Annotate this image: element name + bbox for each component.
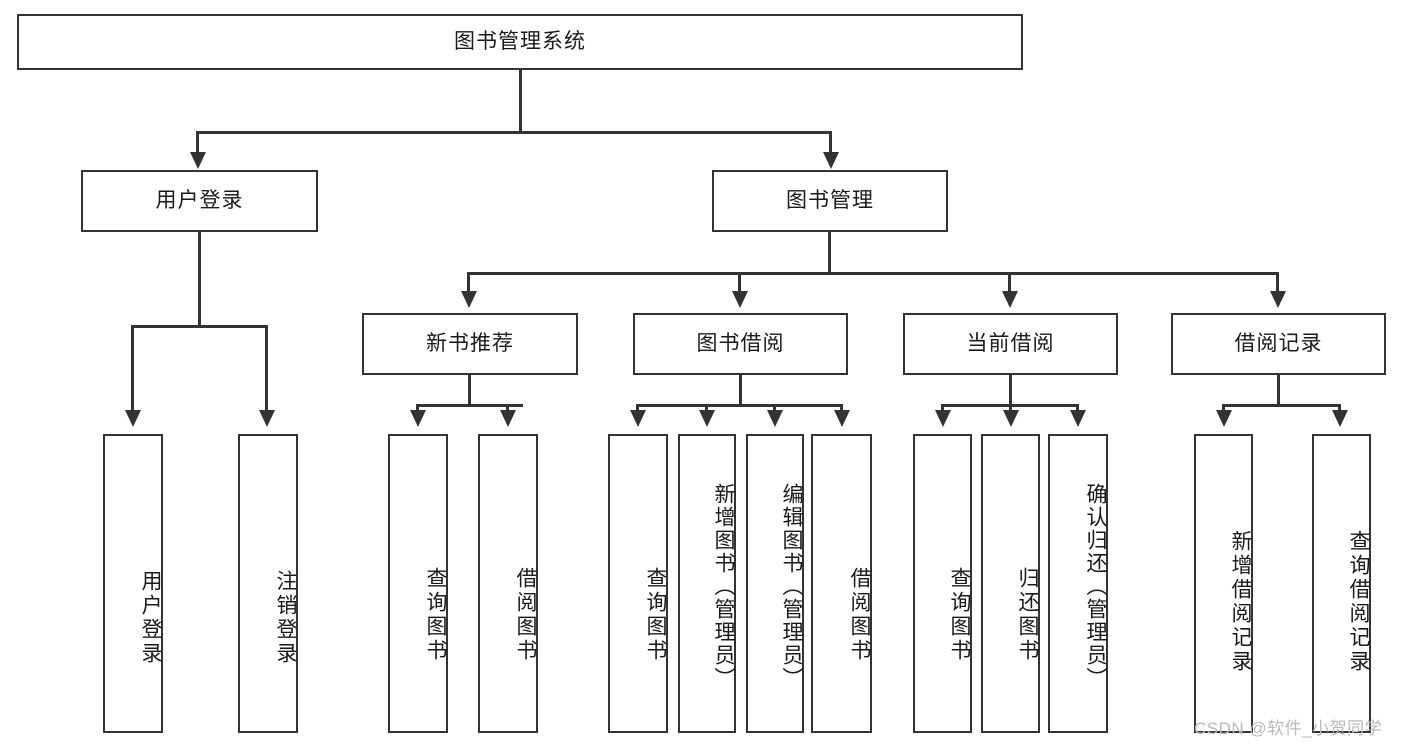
leaf-book-borrow-borrow-book[interactable]: 借阅图书: [811, 434, 872, 733]
arrowhead-current-borrow-leaf-2: [1003, 410, 1019, 427]
edge-borrow-record-to-leaf-1: [1222, 404, 1225, 413]
edge-new-book-to-leaf-2: [506, 404, 509, 413]
arrowhead-borrow-record-leaf-1: [1216, 410, 1232, 427]
leaf-book-borrow-add-book-admin[interactable]: 新增图书（管理员）: [678, 434, 736, 733]
leaf-book-borrow-query-book[interactable]: 查询图书: [608, 434, 668, 733]
edge-user-login-to-leaf-1: [131, 325, 134, 413]
edge-current-borrow-to-leaf-2: [1009, 404, 1012, 413]
edge-book-borrow-bus: [636, 404, 843, 407]
edge-new-book-to-leaf-1: [416, 404, 419, 413]
arrowhead-current-borrow-leaf-1: [935, 410, 951, 427]
arrowhead-to-new-book: [461, 291, 477, 308]
edge-current-borrow-stem: [1009, 375, 1012, 406]
arrowhead-book-borrow-leaf-1: [630, 410, 646, 427]
arrowhead-to-borrow-record: [1270, 291, 1286, 308]
leaf-new-book-query-book[interactable]: 查询图书: [388, 434, 448, 733]
edge-user-login-to-leaf-2: [265, 325, 268, 413]
edge-new-book-stem: [468, 375, 471, 406]
arrowhead-new-book-leaf-2: [500, 410, 516, 427]
edge-borrow-record-bus: [1222, 404, 1341, 407]
leaf-user-login[interactable]: 用户登录: [103, 434, 163, 733]
edge-borrow-record-to-leaf-2: [1338, 404, 1341, 413]
edge-root-to-user-login: [196, 131, 199, 155]
leaf-borrow-record-query-record[interactable]: 查询借阅记录: [1312, 434, 1371, 733]
edge-current-borrow-to-leaf-1: [941, 404, 944, 413]
node-new-book-recommend[interactable]: 新书推荐: [362, 313, 578, 375]
node-user-login[interactable]: 用户登录: [81, 170, 318, 232]
arrowhead-root-to-user-login: [190, 152, 206, 169]
edge-root-bus: [196, 131, 832, 134]
node-book-management[interactable]: 图书管理: [712, 170, 948, 232]
arrowhead-new-book-leaf-1: [410, 410, 426, 427]
edge-to-current-borrow: [1008, 272, 1011, 294]
node-root-book-management-system[interactable]: 图书管理系统: [17, 14, 1023, 70]
arrowhead-book-borrow-leaf-2: [699, 410, 715, 427]
edge-user-login-bus: [131, 325, 268, 328]
edge-root-stem: [519, 70, 522, 133]
edge-root-to-book-management: [829, 131, 832, 155]
arrowhead-root-to-book-management: [823, 152, 839, 169]
node-book-borrow[interactable]: 图书借阅: [633, 313, 848, 375]
edge-borrow-record-stem: [1277, 375, 1280, 406]
edge-book-borrow-to-leaf-2: [705, 404, 708, 413]
arrowhead-current-borrow-leaf-3: [1070, 410, 1086, 427]
edge-book-borrow-to-leaf-1: [636, 404, 639, 413]
node-borrow-record[interactable]: 借阅记录: [1171, 313, 1386, 375]
arrowhead-user-login-leaf-1: [125, 410, 141, 427]
arrowhead-to-book-borrow: [732, 291, 748, 308]
arrowhead-book-borrow-leaf-3: [767, 410, 783, 427]
leaf-book-borrow-edit-book-admin[interactable]: 编辑图书（管理员）: [746, 434, 804, 733]
leaf-borrow-record-add-record[interactable]: 新增借阅记录: [1194, 434, 1253, 733]
watermark-text: CSDN @软件_小贺同学: [1194, 719, 1383, 738]
edge-current-borrow-to-leaf-3: [1076, 404, 1079, 413]
leaf-current-borrow-return-book[interactable]: 归还图书: [981, 434, 1040, 733]
edge-book-management-stem: [828, 232, 831, 274]
edge-book-borrow-to-leaf-4: [840, 404, 843, 413]
edge-book-management-bus: [467, 272, 1279, 275]
arrowhead-user-login-leaf-2: [259, 410, 275, 427]
edge-book-borrow-stem: [739, 375, 742, 406]
edge-to-book-borrow: [738, 272, 741, 294]
leaf-logout[interactable]: 注销登录: [238, 434, 298, 733]
edge-book-borrow-to-leaf-3: [773, 404, 776, 413]
node-current-borrow[interactable]: 当前借阅: [903, 313, 1118, 375]
leaf-current-borrow-confirm-return-admin[interactable]: 确认归还（管理员）: [1048, 434, 1108, 733]
edge-to-borrow-record: [1276, 272, 1279, 294]
edge-user-login-stem: [198, 232, 201, 327]
edge-new-book-bus: [416, 404, 523, 407]
edge-to-new-book: [467, 272, 470, 294]
arrowhead-borrow-record-leaf-2: [1332, 410, 1348, 427]
arrowhead-book-borrow-leaf-4: [834, 410, 850, 427]
leaf-current-borrow-query-book[interactable]: 查询图书: [913, 434, 972, 733]
arrowhead-to-current-borrow: [1002, 291, 1018, 308]
leaf-new-book-borrow-book[interactable]: 借阅图书: [478, 434, 538, 733]
